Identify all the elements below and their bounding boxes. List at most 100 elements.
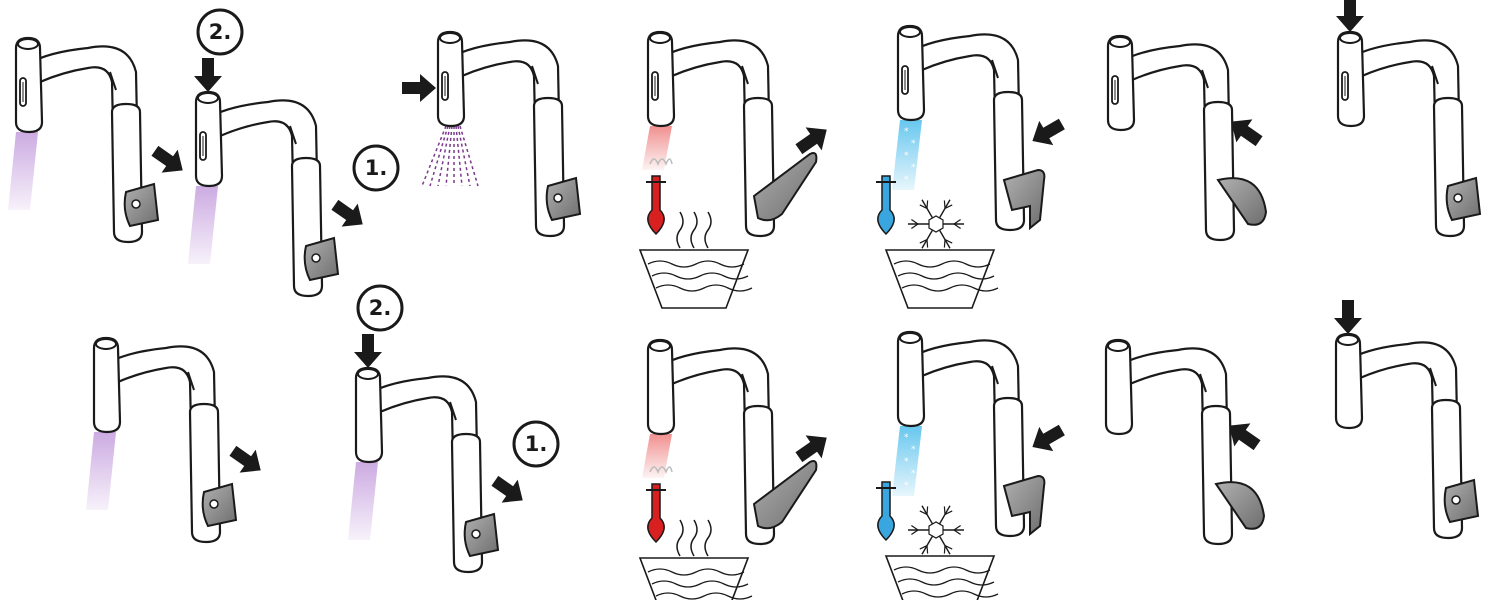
top-button bbox=[650, 341, 670, 351]
panel-hot bbox=[640, 32, 835, 308]
basin-icon bbox=[886, 250, 998, 308]
step-2-badge: 2. bbox=[198, 10, 242, 54]
lever-left-arrow-icon bbox=[1025, 418, 1068, 459]
row-standard: 2.1.***** bbox=[86, 286, 1478, 600]
lever-handle bbox=[305, 238, 338, 280]
panel-two-step: 2. 1. bbox=[348, 286, 558, 572]
snow-dot: * bbox=[904, 481, 909, 491]
faucet-body bbox=[1204, 102, 1234, 240]
spray-jet bbox=[422, 126, 478, 186]
snow-dot: * bbox=[904, 433, 909, 443]
top-button bbox=[18, 39, 38, 49]
panel-hot bbox=[640, 340, 835, 600]
svg-text:1.: 1. bbox=[525, 432, 548, 456]
top-button bbox=[1340, 33, 1360, 43]
top-button bbox=[1108, 341, 1128, 351]
light-water-stream bbox=[8, 132, 38, 210]
panel-press-top-off bbox=[1336, 0, 1480, 236]
cold-water-stream: ***** bbox=[892, 120, 922, 190]
spray-head bbox=[898, 332, 924, 426]
faucet bbox=[648, 340, 816, 544]
svg-text:1.: 1. bbox=[365, 156, 388, 180]
steam-icon bbox=[677, 520, 711, 556]
cold-water-stream: ***** bbox=[892, 426, 922, 496]
step-1-badge: 1. bbox=[514, 422, 558, 466]
spray-head bbox=[356, 368, 382, 462]
faucet bbox=[1108, 36, 1266, 240]
top-button bbox=[440, 33, 460, 43]
lever-arrow-icon bbox=[225, 439, 269, 481]
lever-handle bbox=[203, 484, 236, 526]
snow-dot: * bbox=[904, 175, 909, 185]
faucet bbox=[1336, 334, 1478, 538]
panel-light-on bbox=[86, 338, 269, 542]
snow-dot: * bbox=[911, 445, 916, 455]
faucet bbox=[196, 92, 338, 296]
basin-icon bbox=[640, 558, 752, 600]
snow-dot: * bbox=[904, 457, 909, 467]
spray-head bbox=[648, 340, 674, 434]
spray-head bbox=[1336, 334, 1362, 428]
top-button bbox=[650, 33, 670, 43]
hot-water-stream bbox=[642, 434, 672, 478]
light-water-stream bbox=[86, 432, 116, 510]
snow-dot: * bbox=[904, 127, 909, 137]
panel-off bbox=[1108, 36, 1267, 240]
press-side-arrow-icon bbox=[402, 74, 436, 102]
press-top-arrow-icon bbox=[1336, 0, 1364, 32]
light-water-stream bbox=[188, 186, 218, 264]
snow-dot: * bbox=[904, 151, 909, 161]
basin-icon bbox=[640, 250, 752, 308]
panel-light-on bbox=[8, 38, 191, 242]
press-top-arrow-icon bbox=[194, 58, 222, 92]
hot-water-stream bbox=[642, 126, 672, 170]
snow-dot: * bbox=[911, 139, 916, 149]
step-1-badge: 1. bbox=[354, 146, 398, 190]
press-top-arrow-icon bbox=[354, 334, 382, 368]
lever-handle bbox=[125, 184, 158, 226]
panel-press-top-off bbox=[1334, 300, 1478, 538]
spray-head bbox=[1106, 340, 1132, 434]
svg-text:2.: 2. bbox=[209, 20, 232, 44]
lever-handle bbox=[465, 514, 498, 556]
lever-handle bbox=[1447, 178, 1480, 220]
top-button bbox=[358, 369, 378, 379]
press-top-arrow-icon bbox=[1334, 300, 1362, 334]
snow-dot: * bbox=[911, 469, 916, 479]
top-button bbox=[96, 339, 116, 349]
faucet bbox=[1106, 340, 1264, 544]
svg-text:2.: 2. bbox=[369, 296, 392, 320]
step-2-badge: 2. bbox=[358, 286, 402, 330]
lever-arrow-icon bbox=[487, 469, 531, 511]
top-button bbox=[900, 27, 920, 37]
snowflake-icon bbox=[908, 200, 964, 248]
row-pull-out-spray: 2.1.***** bbox=[8, 0, 1480, 308]
faucet bbox=[356, 368, 498, 572]
faucet bbox=[16, 38, 158, 242]
top-button bbox=[900, 333, 920, 343]
panel-two-step: 2. 1. bbox=[188, 10, 398, 296]
snowflake-icon bbox=[908, 506, 964, 554]
light-water-stream bbox=[348, 462, 378, 540]
top-button bbox=[1338, 335, 1358, 345]
lever-arrow-icon bbox=[327, 193, 371, 235]
top-button bbox=[1110, 37, 1130, 47]
spray-head bbox=[94, 338, 120, 432]
faucet-body bbox=[1202, 406, 1232, 544]
faucet bbox=[648, 32, 816, 236]
steam-icon bbox=[677, 212, 711, 248]
basin-icon bbox=[886, 556, 998, 600]
panel-spray bbox=[402, 32, 580, 236]
panel-off bbox=[1106, 340, 1265, 544]
faucet bbox=[1338, 32, 1480, 236]
faucet bbox=[94, 338, 236, 542]
hot-thermometer-icon bbox=[646, 176, 666, 234]
lever-handle bbox=[547, 178, 580, 220]
lever-arrow-icon bbox=[147, 139, 191, 181]
top-button bbox=[198, 93, 218, 103]
panel-cold: ***** bbox=[876, 26, 1069, 308]
lever-left-arrow-icon bbox=[1025, 112, 1068, 153]
hot-thermometer-icon bbox=[646, 484, 666, 542]
snow-dot: * bbox=[911, 163, 916, 173]
